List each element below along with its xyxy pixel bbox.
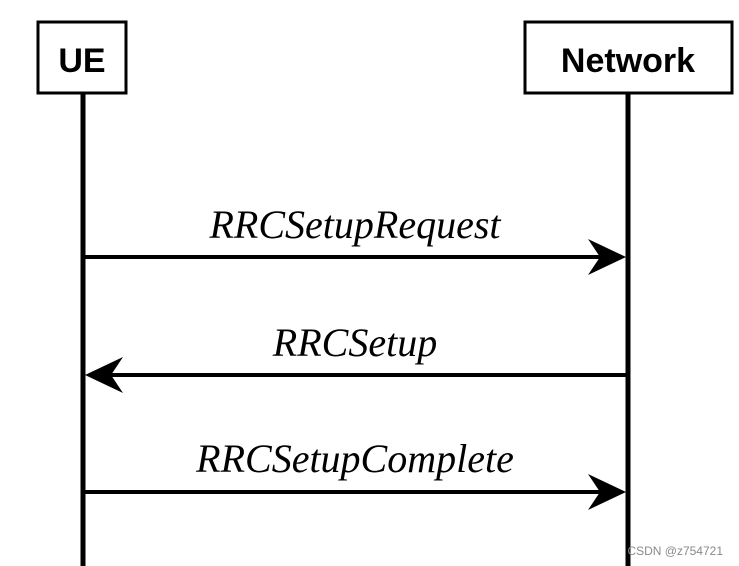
ue-participant-box: UE [36, 20, 128, 95]
ue-label: UE [58, 42, 105, 80]
message-label: RRCSetup [272, 320, 437, 365]
message-label: RRCSetupComplete [195, 436, 514, 481]
arrowhead-right-icon [588, 474, 626, 510]
message-rrcsetup: RRCSetup [85, 320, 626, 393]
watermark-text: CSDN @z754721 [627, 544, 723, 558]
network-participant-box: Network [523, 20, 734, 95]
arrowhead-left-icon [85, 357, 123, 393]
network-label: Network [561, 42, 695, 80]
arrowhead-right-icon [588, 239, 626, 275]
message-rrcsetupcomplete: RRCSetupComplete [85, 436, 626, 510]
message-rrcsetuprequest: RRCSetupRequest [85, 202, 626, 275]
message-label: RRCSetupRequest [208, 202, 501, 247]
